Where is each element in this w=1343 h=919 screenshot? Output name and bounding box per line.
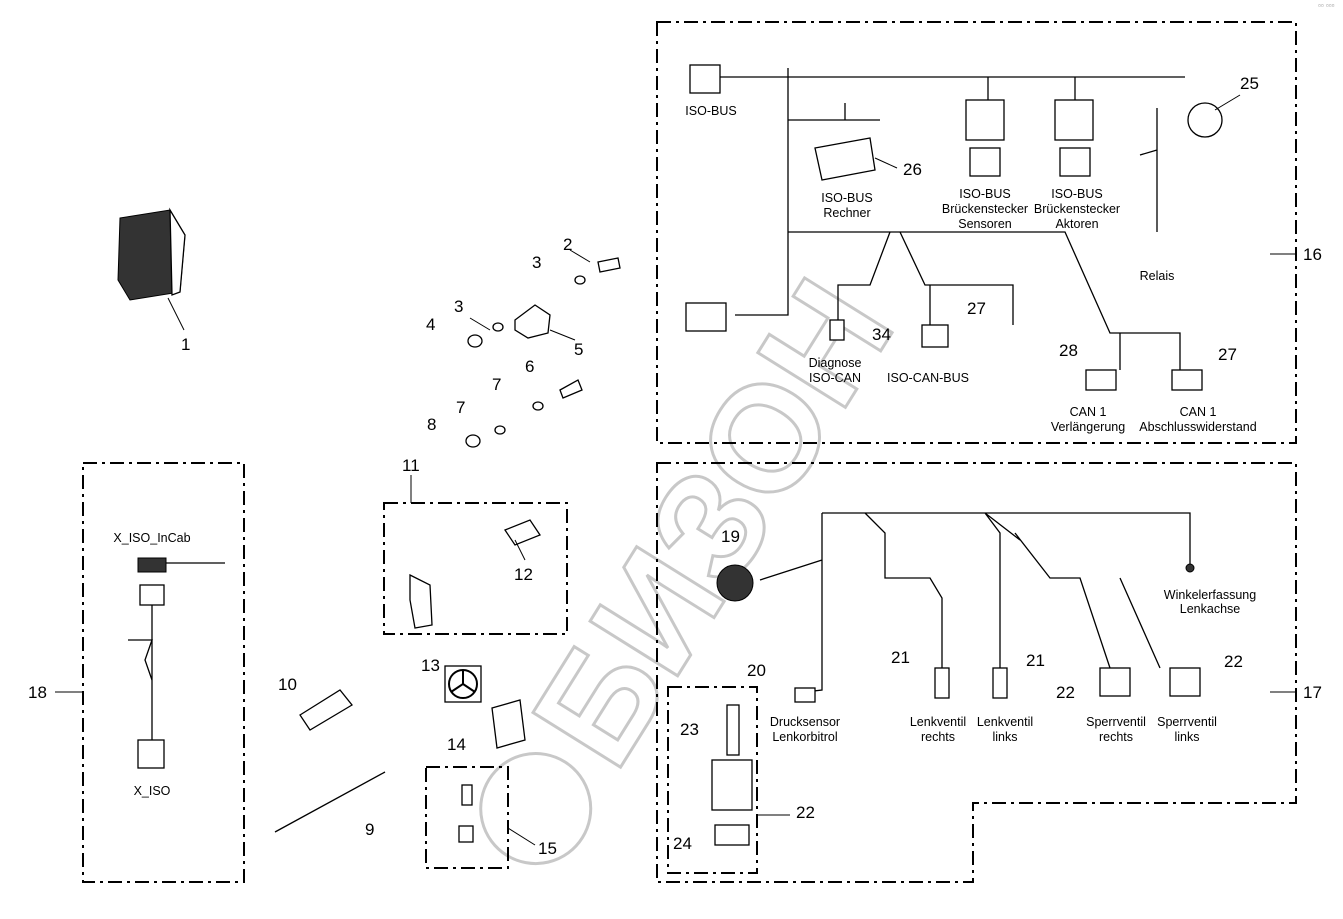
callout-27: 27 <box>967 299 986 318</box>
label-sperrventil-rechts: Sperrventil <box>1086 715 1146 729</box>
label-x-iso: X_ISO <box>134 784 171 798</box>
callout-19: 19 <box>721 527 740 546</box>
switch-part-14 <box>491 699 526 749</box>
callout-9: 9 <box>365 820 374 839</box>
label-winkelerfassung: Winkelerfassung <box>1164 588 1256 602</box>
callout-18: 18 <box>28 683 47 702</box>
callout-6: 6 <box>525 357 534 376</box>
group-box-11 <box>383 502 568 635</box>
callout-21: 21 <box>1026 651 1045 670</box>
callout-14: 14 <box>447 735 466 754</box>
label-can-verlaengerung: Verlängerung <box>1051 420 1125 434</box>
label-sperrventil-links: Sperrventil <box>1157 715 1217 729</box>
connector-part-10 <box>299 689 353 731</box>
callout-2: 2 <box>563 235 572 254</box>
callout-10: 10 <box>278 675 297 694</box>
callout-22: 22 <box>1224 652 1243 671</box>
label-sensoren: Brückenstecker <box>942 202 1028 216</box>
callout-21: 21 <box>891 648 910 667</box>
callout-17: 17 <box>1303 683 1322 702</box>
callout-13: 13 <box>421 656 440 675</box>
callout-25: 25 <box>1240 74 1259 93</box>
label-rechner: Rechner <box>823 206 870 220</box>
control-unit-part-1 <box>117 207 186 301</box>
callout-20: 20 <box>747 661 766 680</box>
callout-1: 1 <box>181 335 190 354</box>
label-x-iso-incab: X_ISO_InCab <box>113 531 190 545</box>
callout-27: 27 <box>1218 345 1237 364</box>
callout-11: 11 <box>402 456 420 475</box>
group-box-22 <box>667 686 758 874</box>
callout-28: 28 <box>1059 341 1078 360</box>
group-box-15 <box>425 766 509 869</box>
callout-4: 4 <box>426 315 435 334</box>
callout-3: 3 <box>532 253 541 272</box>
callout-16: 16 <box>1303 245 1322 264</box>
group-box-17 <box>656 462 1297 883</box>
label-aktoren: Aktoren <box>1055 217 1098 231</box>
label-sperrventil-rechts: rechts <box>1099 730 1133 744</box>
callout-7: 7 <box>456 398 465 417</box>
label-diagnose: ISO-CAN <box>809 371 861 385</box>
label-winkelerfassung: Lenkachse <box>1180 602 1241 616</box>
callout-22: 22 <box>1056 683 1075 702</box>
brand-logo-part-13 <box>444 665 482 703</box>
label-lenkventil-rechts: Lenkventil <box>910 715 966 729</box>
label-drucksensor: Lenkorbitrol <box>772 730 837 744</box>
iso-incab-harness <box>128 557 225 769</box>
callout-7: 7 <box>492 375 501 394</box>
leader-lines <box>55 94 1296 846</box>
label-lenkventil-links: links <box>992 730 1017 744</box>
group-box-16 <box>656 21 1297 444</box>
fuse-relay-part-15 <box>458 784 474 843</box>
fasteners <box>465 257 621 448</box>
cable-part-11 <box>409 519 541 629</box>
callout-26: 26 <box>903 160 922 179</box>
callout-24: 24 <box>673 834 692 853</box>
cable-tie-part-9 <box>274 771 386 833</box>
label-iso-bus: ISO-BUS <box>685 104 736 118</box>
label-iso-can-bus: ISO-CAN-BUS <box>887 371 969 385</box>
label-sensoren: Sensoren <box>958 217 1012 231</box>
label-rechner: ISO-BUS <box>821 191 872 205</box>
label-diagnose: Diagnose <box>809 356 862 370</box>
label-aktoren: Brückenstecker <box>1034 202 1120 216</box>
label-sperrventil-links: links <box>1174 730 1199 744</box>
label-can-abschluss: Abschlusswiderstand <box>1139 420 1256 434</box>
label-lenkventil-rechts: rechts <box>921 730 955 744</box>
callout-8: 8 <box>427 415 436 434</box>
callout-numbers: 1 2 3 3 4 5 6 7 7 8 9 10 11 12 13 14 15 … <box>28 74 1322 858</box>
steering-harness <box>711 512 1201 846</box>
label-relais: Relais <box>1140 269 1175 283</box>
corner-mark: ▫▫ ▫▫▫ <box>1318 1 1335 10</box>
label-can-abschluss: CAN 1 <box>1180 405 1217 419</box>
callout-22: 22 <box>796 803 815 822</box>
callout-12: 12 <box>514 565 533 584</box>
label-lenkventil-links: Lenkventil <box>977 715 1033 729</box>
callout-15: 15 <box>538 839 557 858</box>
component-labels: ISO-BUS ISO-BUS Rechner ISO-BUS Brückens… <box>113 104 1256 798</box>
label-sensoren: ISO-BUS <box>959 187 1010 201</box>
group-box-18 <box>82 462 245 883</box>
callout-5: 5 <box>574 340 583 359</box>
label-drucksensor: Drucksensor <box>770 715 840 729</box>
callout-34: 34 <box>872 325 891 344</box>
iso-bus-harness <box>685 64 1223 391</box>
label-can-verlaengerung: CAN 1 <box>1070 405 1107 419</box>
callout-23: 23 <box>680 720 699 739</box>
callout-3: 3 <box>454 297 463 316</box>
label-aktoren: ISO-BUS <box>1051 187 1102 201</box>
svg-text:БИЗОН: БИЗОН <box>500 252 925 793</box>
